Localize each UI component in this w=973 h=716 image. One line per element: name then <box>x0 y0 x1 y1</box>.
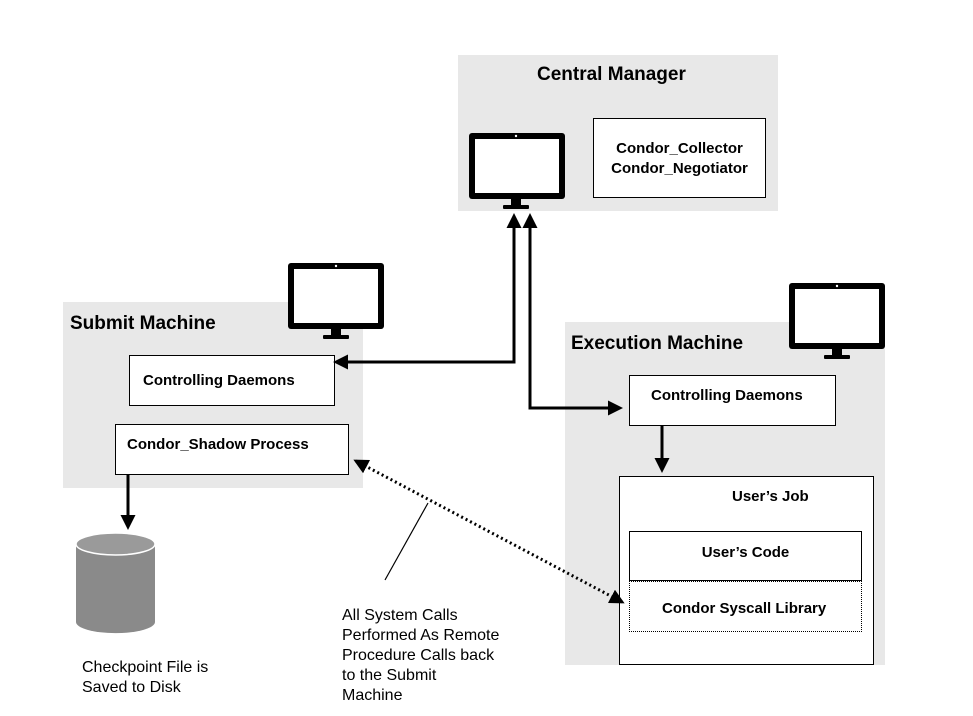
condor-collector-label: Condor_Collector <box>616 140 743 157</box>
condor-shadow-process-box <box>115 424 349 475</box>
execution-controlling-daemons-box <box>629 375 836 426</box>
arrow-cm-to-execution <box>522 213 623 416</box>
central-manager-title: Central Manager <box>537 64 686 85</box>
rpc-annotation-line: All System Calls <box>342 607 458 624</box>
rpc-annotation: All System Calls Performed As Remote Pro… <box>342 606 499 706</box>
condor-shadow-process-label: Condor_Shadow Process <box>127 436 309 453</box>
checkpoint-annotation-line: Saved to Disk <box>82 679 181 696</box>
rpc-annotation-line: to the Submit <box>342 667 437 684</box>
execution-controlling-daemons-label: Controlling Daemons <box>651 387 803 404</box>
condor-syscall-library-label: Condor Syscall Library <box>662 600 827 617</box>
submit-machine-title: Submit Machine <box>70 313 216 334</box>
condor-negotiator-label: Condor_Negotiator <box>611 160 748 177</box>
monitor-icon <box>288 263 384 339</box>
callout-line <box>384 502 429 581</box>
rpc-annotation-line: Machine <box>342 687 403 704</box>
condor-syscall-library-box <box>629 581 862 632</box>
checkpoint-annotation: Checkpoint File is Saved to Disk <box>82 658 208 698</box>
submit-controlling-daemons-label: Controlling Daemons <box>143 372 295 389</box>
arrow-rpc-dotted <box>353 459 625 604</box>
rpc-annotation-line: Performed As Remote <box>342 627 500 644</box>
users-code-box <box>629 531 862 581</box>
disk-icon <box>75 532 156 634</box>
users-code-label: User’s Code <box>701 544 790 561</box>
rpc-annotation-line: Procedure Calls back <box>342 647 495 664</box>
central-manager-daemons-box <box>593 118 766 198</box>
monitor-icon <box>469 133 565 209</box>
submit-controlling-daemons-box <box>129 355 335 406</box>
monitor-icon <box>789 283 885 359</box>
users-job-label: User’s Job <box>732 488 809 505</box>
checkpoint-annotation-line: Checkpoint File is <box>82 659 209 676</box>
arrow-cm-to-submit <box>333 213 522 370</box>
